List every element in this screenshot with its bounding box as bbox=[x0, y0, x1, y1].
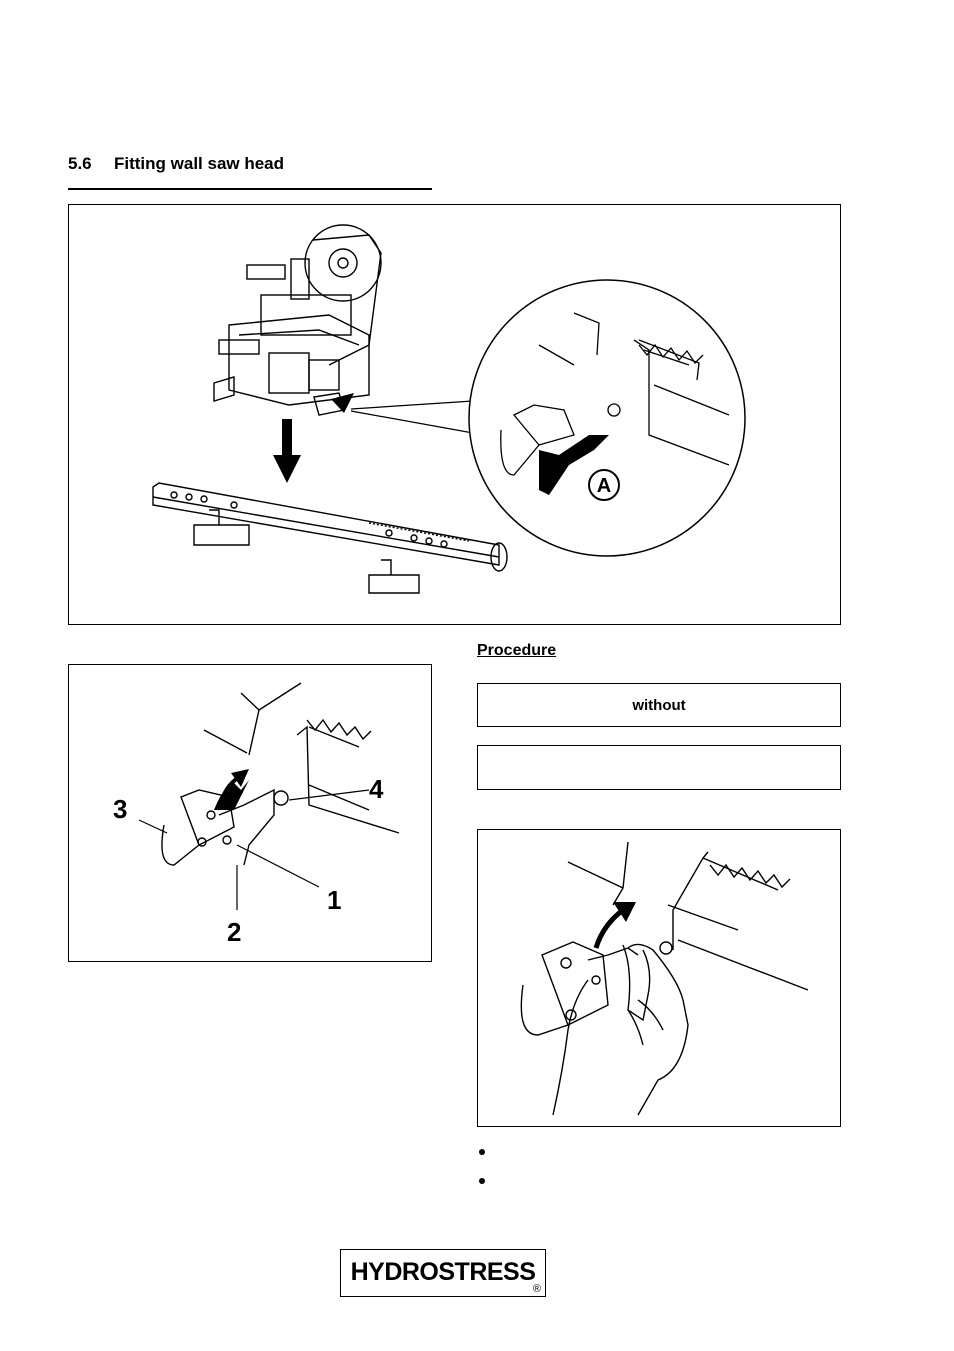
bullet-2 bbox=[479, 1178, 485, 1184]
rail-drawing bbox=[152, 482, 508, 594]
heading-rule bbox=[68, 188, 432, 190]
section-number: 5.6 bbox=[68, 154, 92, 173]
callout-label-a: A bbox=[597, 475, 611, 497]
note-box-2 bbox=[477, 745, 841, 790]
logo-text: HYDROSTRESS bbox=[350, 1258, 536, 1286]
bullet-1 bbox=[479, 1149, 485, 1155]
section-heading: 5.6 Fitting wall saw head bbox=[68, 154, 284, 174]
note-box-1: without bbox=[477, 683, 841, 727]
hand-lever-illustration bbox=[520, 841, 809, 1116]
wall-saw-illustration: A bbox=[152, 224, 746, 594]
clamp-lever-illustration: 4 3 1 2 bbox=[113, 682, 400, 947]
label-1: 1 bbox=[327, 885, 341, 915]
label-2: 2 bbox=[227, 917, 241, 947]
saw-head-drawing bbox=[213, 224, 382, 416]
note-text-1: without bbox=[632, 696, 686, 714]
hydrostress-logo: HYDROSTRESS ® bbox=[340, 1249, 546, 1297]
callout-label-circle bbox=[588, 469, 620, 501]
detail-callout-circle bbox=[468, 279, 746, 557]
label-3: 3 bbox=[113, 794, 127, 824]
registered-mark: ® bbox=[532, 1283, 541, 1295]
label-4: 4 bbox=[369, 774, 384, 804]
figure-clamp-lever-numbered: 4 3 1 2 bbox=[68, 664, 432, 962]
section-title: Fitting wall saw head bbox=[114, 154, 285, 173]
figure-hand-operating-lever bbox=[477, 829, 841, 1127]
figure-wall-saw-head-on-rail: A bbox=[68, 204, 841, 625]
procedure-heading: Procedure bbox=[477, 642, 557, 659]
